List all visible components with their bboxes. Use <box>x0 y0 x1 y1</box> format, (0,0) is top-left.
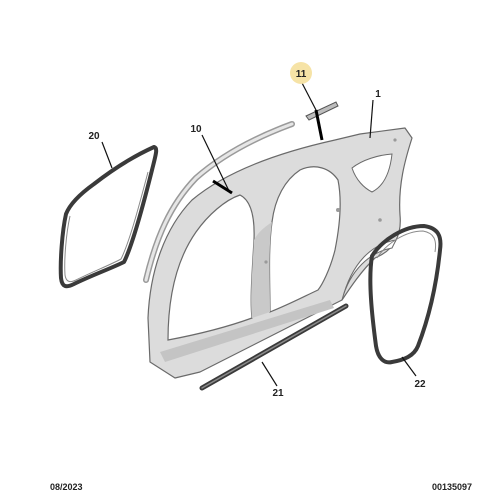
callout-22: 22 <box>414 379 426 390</box>
leader-line-11 <box>300 80 317 111</box>
roof-moulding <box>143 121 295 283</box>
front-door-seal <box>58 145 159 289</box>
sill-strip <box>199 303 349 391</box>
leader-tip-10 <box>212 179 233 195</box>
callout-21: 21 <box>272 388 284 399</box>
footer-reference: 00135097 <box>431 482 472 492</box>
callout-11: 11 <box>296 69 307 80</box>
leader-tip-11 <box>314 109 324 141</box>
small-trim-part <box>305 101 339 121</box>
body-side-panel <box>147 127 413 379</box>
callout-1: 1 <box>375 89 381 100</box>
rear-door-seal <box>368 224 443 365</box>
leader-line-21 <box>261 361 278 387</box>
leader-line-10 <box>201 134 231 194</box>
leader-line-20 <box>101 141 113 169</box>
callout-10: 10 <box>190 124 202 135</box>
leader-line-22 <box>401 356 417 377</box>
leader-line-1 <box>369 99 374 139</box>
footer-date: 08/2023 <box>50 482 83 492</box>
callout-highlight <box>290 62 312 84</box>
leader-lines <box>101 80 417 387</box>
callout-20: 20 <box>88 131 100 142</box>
